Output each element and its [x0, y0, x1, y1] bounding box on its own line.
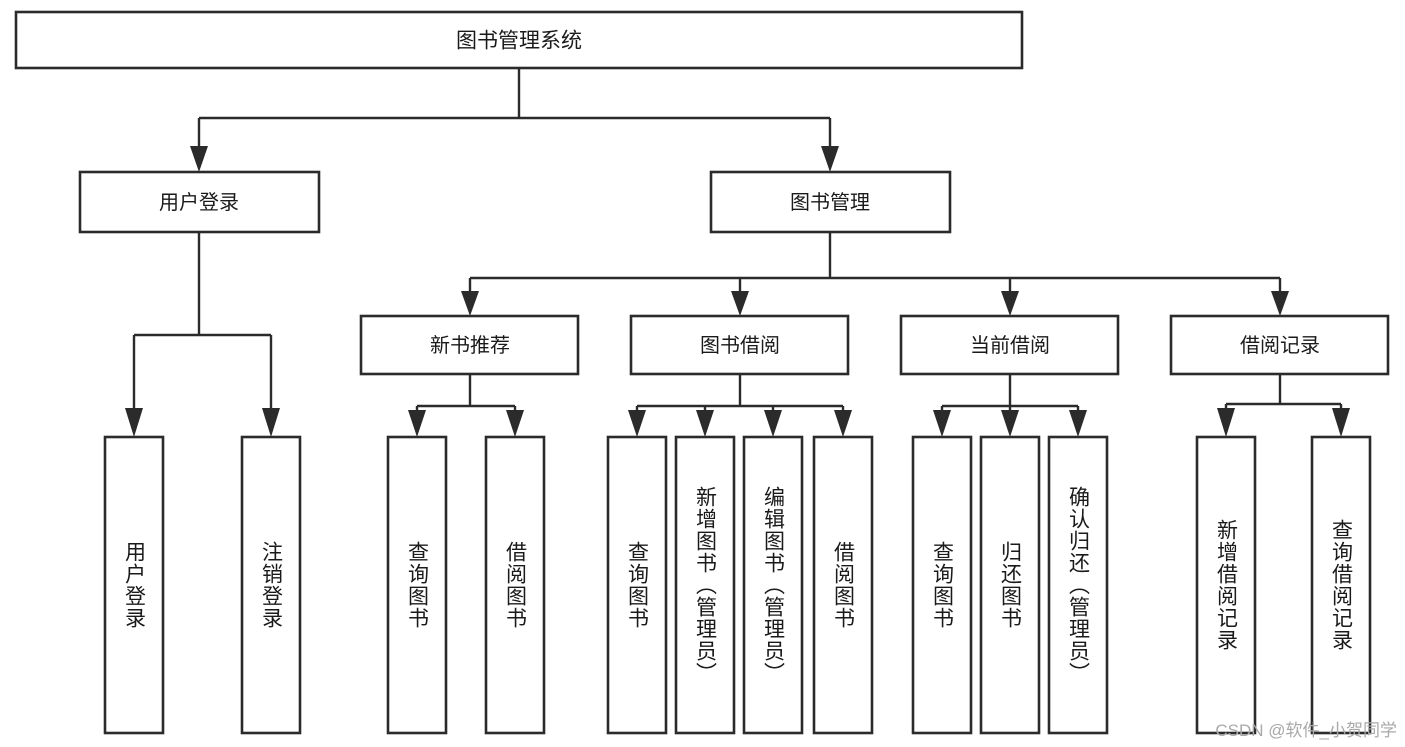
leaf-current-borrow-1-label: 查询图书: [931, 541, 955, 629]
node-borrow-record[interactable]: 借阅记录: [1169, 314, 1390, 376]
leaf-current-borrow-3-box[interactable]: [1047, 435, 1109, 735]
node-book-manage[interactable]: 图书管理: [709, 170, 952, 234]
leaf-current-borrow-1[interactable]: 查询图书: [911, 435, 973, 735]
connectors-userlogin-to-leaves: [125, 232, 280, 437]
connectors-currentborrow-to-leaves: [933, 374, 1087, 437]
arrow-currentborrow-leaf2-icon: [1001, 410, 1019, 437]
leaf-new-book-2-label: 借阅图书: [504, 541, 528, 629]
leaf-book-borrow-3-box[interactable]: [742, 435, 804, 735]
leaf-current-borrow-3-label: 确认归还（管理员）: [1067, 486, 1091, 684]
node-borrow-record-box[interactable]: [1169, 314, 1390, 376]
leaf-user-login-1-label: 用户登录: [123, 541, 147, 629]
arrow-borrowrecord-leaf1-icon: [1217, 408, 1235, 437]
node-current-borrow[interactable]: 当前借阅: [899, 314, 1120, 376]
arrow-bookborrow-leaf3-icon: [764, 410, 782, 437]
arrow-newbook-leaf2-icon: [506, 410, 524, 437]
node-book-borrow[interactable]: 图书借阅: [629, 314, 850, 376]
leaf-borrow-record-2-label: 查询借阅记录: [1330, 519, 1354, 651]
leaf-book-borrow-2-box[interactable]: [674, 435, 736, 735]
leaf-borrow-record-2-box[interactable]: [1310, 435, 1372, 735]
node-book-borrow-label: 图书借阅: [700, 334, 780, 357]
node-user-login-box[interactable]: [78, 170, 321, 234]
leaf-current-borrow-2[interactable]: 归还图书: [979, 435, 1041, 735]
connectors-newbook-to-leaves: [408, 374, 524, 437]
node-root-box[interactable]: [14, 10, 1024, 70]
leaf-user-login-2-label: 注销登录: [260, 541, 284, 629]
leaf-new-book-1-label: 查询图书: [406, 541, 430, 629]
arrow-to-book-manage-icon: [821, 146, 839, 172]
leaf-user-login-2-box[interactable]: [240, 435, 302, 735]
arrow-bookborrow-leaf2-icon: [696, 410, 714, 437]
arrow-to-book-borrow-icon: [731, 291, 749, 316]
arrow-userlogin-leaf1-icon: [125, 408, 143, 437]
node-user-login-label: 用户登录: [159, 191, 239, 214]
leaf-new-book-2[interactable]: 借阅图书: [484, 435, 546, 735]
leaf-user-login-2[interactable]: 注销登录: [240, 435, 302, 735]
leaf-book-borrow-2-label: 新增图书（管理员）: [694, 486, 718, 684]
leaf-borrow-record-1-label: 新增借阅记录: [1215, 519, 1239, 651]
connectors-bookborrow-to-leaves: [628, 374, 852, 437]
arrow-bookborrow-leaf1-icon: [628, 410, 646, 437]
node-user-login[interactable]: 用户登录: [78, 170, 321, 234]
leaf-current-borrow-2-label: 归还图书: [999, 541, 1023, 629]
leaf-book-borrow-2[interactable]: 新增图书（管理员）: [674, 435, 736, 735]
leaf-current-borrow-1-box[interactable]: [911, 435, 973, 735]
arrow-to-user-login-icon: [190, 146, 208, 172]
leaf-book-borrow-3[interactable]: 编辑图书（管理员）: [742, 435, 804, 735]
node-borrow-record-label: 借阅记录: [1240, 334, 1320, 357]
arrow-to-new-book-icon: [461, 291, 479, 316]
node-root-label: 图书管理系统: [456, 30, 582, 53]
leaf-book-borrow-1-box[interactable]: [606, 435, 668, 735]
arrow-to-current-borrow-icon: [1001, 291, 1019, 316]
leaf-new-book-1[interactable]: 查询图书: [386, 435, 448, 735]
arrow-userlogin-leaf2-icon: [262, 408, 280, 437]
leaf-borrow-record-2[interactable]: 查询借阅记录: [1310, 435, 1372, 735]
node-book-manage-label: 图书管理: [790, 191, 870, 214]
arrow-to-borrow-record-icon: [1271, 291, 1289, 316]
node-new-book[interactable]: 新书推荐: [359, 314, 580, 376]
leaf-book-borrow-3-label: 编辑图书（管理员）: [762, 486, 786, 684]
connectors-bookmanage-to-level2: [461, 232, 1289, 316]
leaf-user-login-1[interactable]: 用户登录: [103, 435, 165, 735]
arrow-newbook-leaf1-icon: [408, 410, 426, 437]
leaf-book-borrow-1-label: 查询图书: [626, 541, 650, 629]
leaf-book-borrow-4-box[interactable]: [812, 435, 874, 735]
leaf-borrow-record-1-box[interactable]: [1195, 435, 1257, 735]
connectors-root-to-level1: [190, 68, 839, 172]
leaf-book-borrow-4-label: 借阅图书: [832, 541, 856, 629]
leaf-book-borrow-1[interactable]: 查询图书: [606, 435, 668, 735]
connectors-borrowrecord-to-leaves: [1217, 374, 1350, 437]
node-book-borrow-box[interactable]: [629, 314, 850, 376]
node-current-borrow-box[interactable]: [899, 314, 1120, 376]
node-new-book-box[interactable]: [359, 314, 580, 376]
leaf-new-book-1-box[interactable]: [386, 435, 448, 735]
node-current-borrow-label: 当前借阅: [970, 334, 1050, 357]
node-new-book-label: 新书推荐: [430, 334, 510, 357]
leaf-borrow-record-1[interactable]: 新增借阅记录: [1195, 435, 1257, 735]
node-root[interactable]: 图书管理系统: [14, 10, 1024, 70]
leaf-current-borrow-3[interactable]: 确认归还（管理员）: [1047, 435, 1109, 735]
leaf-current-borrow-2-box[interactable]: [979, 435, 1041, 735]
arrow-bookborrow-leaf4-icon: [834, 410, 852, 437]
arrow-currentborrow-leaf3-icon: [1069, 410, 1087, 437]
node-book-manage-box[interactable]: [709, 170, 952, 234]
arrow-currentborrow-leaf1-icon: [933, 410, 951, 437]
leaf-book-borrow-4[interactable]: 借阅图书: [812, 435, 874, 735]
leaf-user-login-1-box[interactable]: [103, 435, 165, 735]
arrow-borrowrecord-leaf2-icon: [1332, 408, 1350, 437]
leaf-new-book-2-box[interactable]: [484, 435, 546, 735]
